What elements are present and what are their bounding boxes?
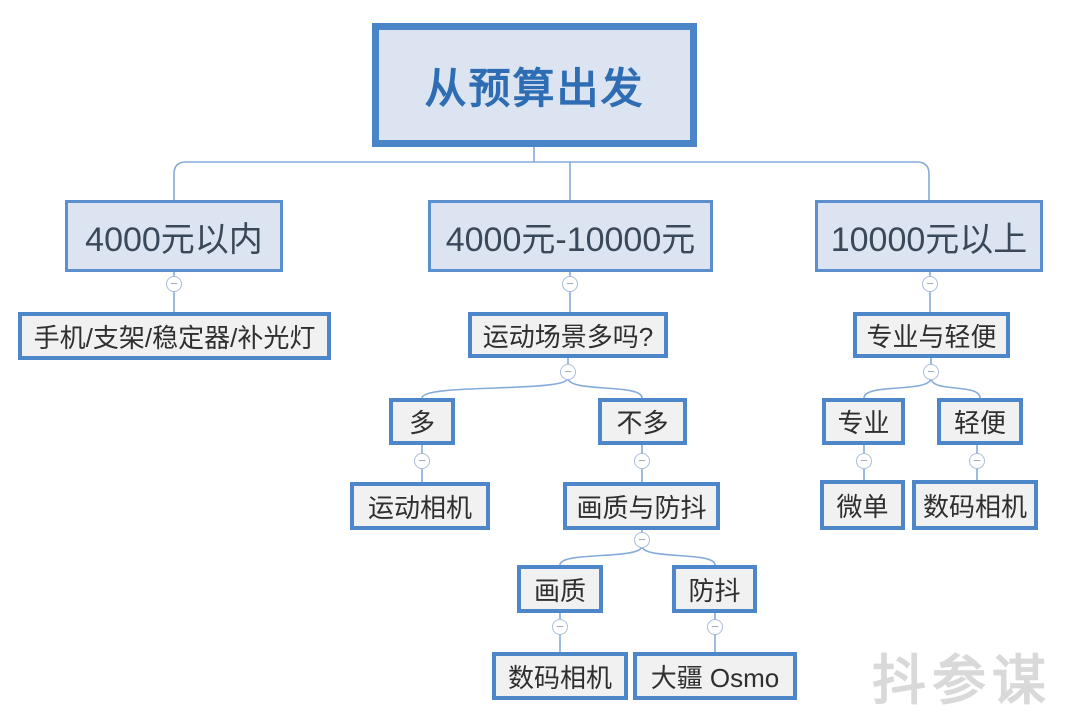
- node-budget-root[interactable]: 从预算出发: [372, 23, 697, 147]
- collapse-icon[interactable]: −: [707, 619, 723, 635]
- collapse-icon[interactable]: −: [922, 276, 938, 292]
- node-4000-10000[interactable]: 4000元-10000元: [428, 200, 713, 272]
- node-quality-vs-stabilization[interactable]: 画质与防抖: [563, 482, 720, 530]
- node-portable[interactable]: 轻便: [937, 398, 1023, 445]
- collapse-icon[interactable]: −: [969, 453, 985, 469]
- node-stabilization[interactable]: 防抖: [672, 565, 757, 613]
- collapse-icon[interactable]: −: [552, 619, 568, 635]
- node-phone-kit[interactable]: 手机/支架/稳定器/补光灯: [18, 312, 331, 360]
- node-under-4000[interactable]: 4000元以内: [65, 200, 283, 272]
- collapse-icon[interactable]: −: [634, 453, 650, 469]
- collapse-icon[interactable]: −: [634, 532, 650, 548]
- node-not-many[interactable]: 不多: [598, 398, 687, 445]
- connector: [930, 377, 981, 399]
- collapse-icon[interactable]: −: [856, 453, 872, 469]
- node-sports-question[interactable]: 运动场景多吗?: [468, 312, 668, 358]
- node-pro-vs-portable[interactable]: 专业与轻便: [853, 312, 1010, 358]
- collapse-icon[interactable]: −: [923, 364, 939, 380]
- node-image-quality[interactable]: 画质: [517, 565, 603, 613]
- collapse-icon[interactable]: −: [414, 453, 430, 469]
- node-many[interactable]: 多: [389, 398, 455, 445]
- node-dji-osmo[interactable]: 大疆 Osmo: [633, 652, 797, 700]
- collapse-icon[interactable]: −: [560, 364, 576, 380]
- connector: [641, 545, 716, 566]
- collapse-icon[interactable]: −: [166, 276, 182, 292]
- node-digital-camera-1[interactable]: 数码相机: [492, 652, 628, 700]
- node-professional[interactable]: 专业: [822, 398, 905, 445]
- node-mirrorless[interactable]: 微单: [820, 480, 905, 530]
- node-digital-camera-2[interactable]: 数码相机: [912, 480, 1038, 530]
- connector: [559, 545, 643, 566]
- node-over-10000[interactable]: 10000元以上: [815, 200, 1043, 272]
- connector: [567, 377, 643, 399]
- node-action-camera[interactable]: 运动相机: [350, 482, 490, 530]
- collapse-icon[interactable]: −: [562, 276, 578, 292]
- watermark-logo: 抖参谋: [872, 651, 1052, 711]
- connector: [173, 161, 930, 200]
- connector: [863, 377, 932, 399]
- connector: [421, 377, 569, 399]
